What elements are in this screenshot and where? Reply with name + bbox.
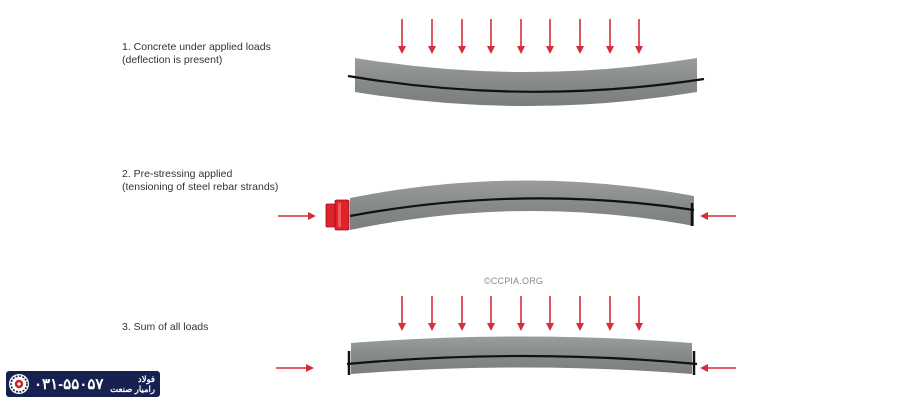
load-arrows-3: [398, 296, 643, 331]
phone-number: ۰۳۱-۵۵۰۵۷: [34, 376, 104, 393]
brand-name: فولاد رامیار صنعت: [110, 374, 155, 394]
steel-strand-2: [349, 197, 695, 218]
beam-3: [346, 336, 698, 375]
step-1-label: 1. Concrete under applied loads (deflect…: [122, 41, 271, 67]
beam-1: [347, 58, 705, 106]
step-1-subtitle: (deflection is present): [122, 54, 223, 66]
steel-strand-1: [347, 74, 705, 93]
company-logo-icon: [9, 374, 29, 394]
step-2-label: 2. Pre-stressing applied (tensioning of …: [122, 168, 278, 194]
company-badge[interactable]: ۰۳۱-۵۵۰۵۷ فولاد رامیار صنعت: [6, 371, 160, 397]
steel-strand-3: [346, 354, 698, 366]
step-1-title: 1. Concrete under applied loads: [122, 41, 271, 53]
step-2-title: 2. Pre-stressing applied: [122, 168, 233, 180]
anchor-jack-icon: [325, 199, 350, 231]
beam-2: [349, 180, 695, 230]
brand-line-2: رامیار صنعت: [110, 384, 155, 394]
load-arrows-1: [398, 19, 643, 54]
brand-line-1: فولاد: [137, 374, 155, 384]
step-3-label: 3. Sum of all loads: [122, 321, 208, 334]
step-3-title: 3. Sum of all loads: [122, 321, 209, 333]
step-2-subtitle: (tensioning of steel rebar strands): [122, 181, 279, 193]
watermark: ©CCPIA.ORG: [484, 276, 544, 286]
